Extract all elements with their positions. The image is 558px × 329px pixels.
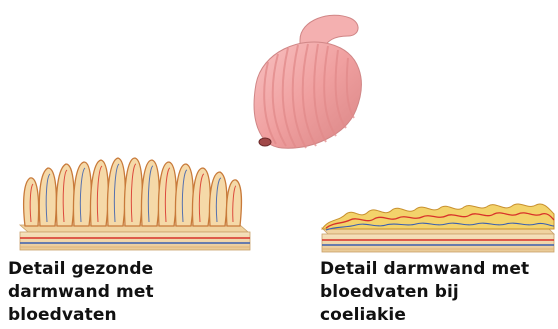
caption-celiac: Detail darmwand met bloedvaten bij coeli… [320, 258, 529, 327]
intestine-loop [254, 15, 361, 148]
caption-celiac-line-1: Detail darmwand met [320, 258, 529, 281]
caption-healthy: Detail gezonde darmwand met bloedvaten [8, 258, 154, 327]
celiac-wall-block [322, 204, 554, 252]
caption-healthy-line-3: bloedvaten [8, 304, 154, 327]
caption-celiac-line-3: coeliakie [320, 304, 529, 327]
caption-celiac-line-2: bloedvaten bij [320, 281, 529, 304]
villi [24, 158, 242, 226]
healthy-wall-block [20, 158, 250, 250]
caption-healthy-line-2: darmwand met [8, 281, 154, 304]
caption-healthy-line-1: Detail gezonde [8, 258, 154, 281]
